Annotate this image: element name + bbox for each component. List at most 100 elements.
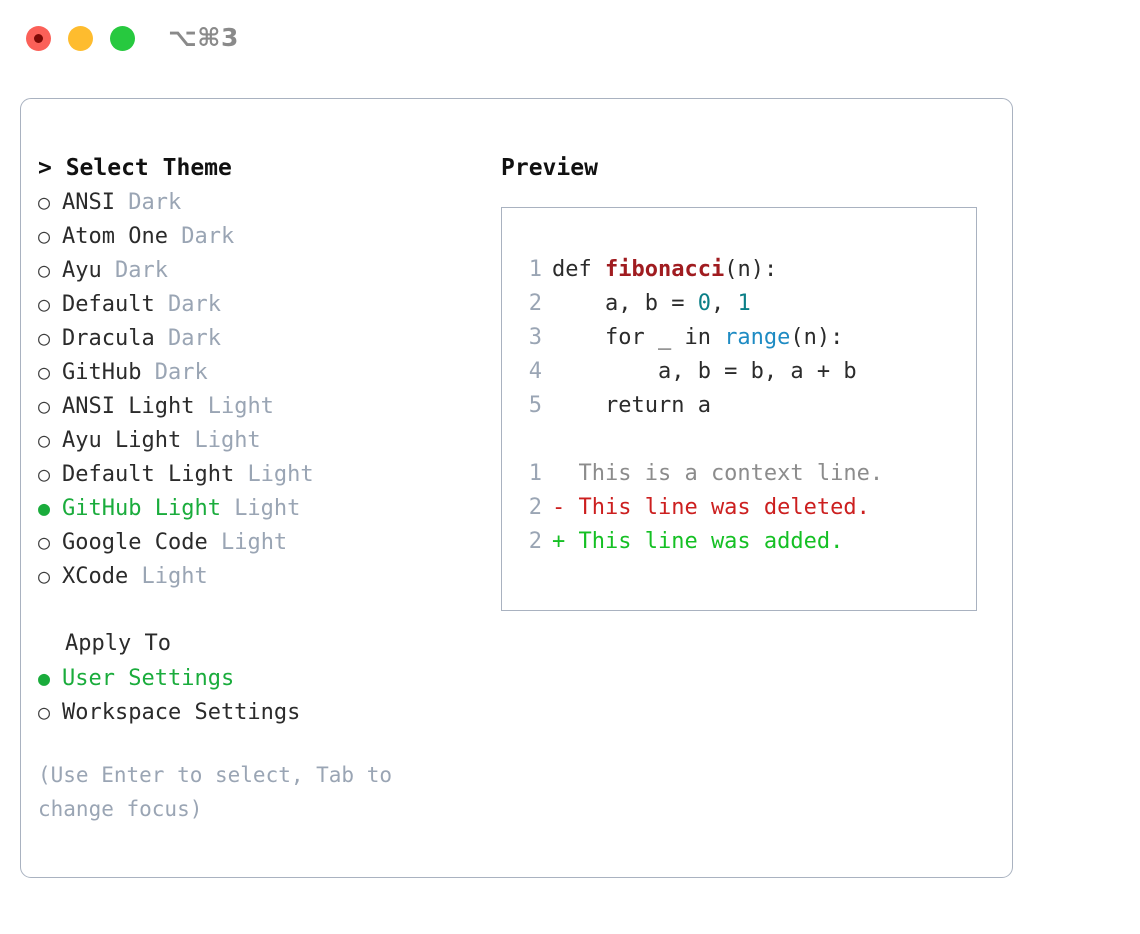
minimize-button[interactable]	[68, 26, 93, 51]
apply-to-item-workspace-settings[interactable]: ○Workspace Settings	[38, 695, 488, 729]
code-token-call: range	[724, 325, 791, 350]
radio-unselected-icon: ○	[38, 292, 51, 316]
theme-item-variant: Dark	[167, 326, 221, 351]
code-token-num: 0	[697, 291, 711, 316]
theme-item-variant: Light	[220, 530, 288, 555]
radio-unselected-icon: ○	[38, 530, 51, 554]
main-panel: > Select Theme ○ANSI Dark○Atom One Dark○…	[20, 98, 1013, 878]
theme-item-variant: Light	[194, 428, 261, 453]
theme-item-variant: Dark	[128, 190, 182, 215]
code-line: 2 a, b = 0, 1	[516, 287, 970, 321]
theme-item-google-code[interactable]: ○ Google Code Light	[38, 525, 488, 559]
theme-item-github[interactable]: ○ GitHub Dark	[38, 355, 488, 389]
theme-item-default[interactable]: ○ Default Dark	[38, 287, 488, 321]
radio-unselected-icon: ○	[38, 394, 51, 418]
radio-unselected-icon: ○	[38, 258, 51, 282]
theme-item-default-light[interactable]: ○ Default Light Light	[38, 457, 488, 491]
section-spacer	[38, 593, 488, 627]
line-number: 4	[528, 359, 542, 384]
code-token-plain: for _ in	[552, 325, 725, 350]
theme-item-variant: Dark	[154, 360, 208, 385]
radio-unselected-icon: ○	[38, 360, 51, 384]
radio-unselected-icon: ○	[38, 190, 51, 214]
theme-item-label: GitHub Light	[62, 496, 235, 521]
code-token-num: 1	[737, 291, 751, 316]
theme-item-ansi-light[interactable]: ○ ANSI Light Light	[38, 389, 488, 423]
line-number: 2	[528, 291, 542, 316]
code-line: 5 return a	[516, 389, 970, 423]
theme-item-label: ANSI	[62, 190, 129, 215]
diff-line-text: + This line was added.	[552, 529, 844, 554]
close-button[interactable]	[26, 26, 51, 51]
line-number: 5	[528, 393, 542, 418]
maximize-button[interactable]	[110, 26, 135, 51]
line-number: 1	[528, 257, 542, 282]
theme-item-label: GitHub	[62, 360, 155, 385]
line-number: 1	[528, 461, 542, 486]
code-token-plain: def	[552, 257, 605, 282]
theme-item-label: Google Code	[62, 530, 221, 555]
theme-item-label: Dracula	[62, 326, 168, 351]
theme-item-ayu[interactable]: ○ Ayu Dark	[38, 253, 488, 287]
radio-unselected-icon: ○	[38, 564, 51, 588]
theme-item-github-light[interactable]: ● GitHub Light Light	[38, 491, 488, 525]
diff-lines: 1 This is a context line.2- This line wa…	[516, 457, 970, 559]
theme-item-label: Default	[62, 292, 168, 317]
code-token-plain: a, b =	[552, 291, 698, 316]
theme-item-ayu-light[interactable]: ○ Ayu Light Light	[38, 423, 488, 457]
code-token-plain: return a	[552, 393, 711, 418]
diff-line-context: 1 This is a context line.	[516, 457, 970, 491]
theme-item-label: ANSI Light	[62, 394, 208, 419]
traffic-light-controls	[26, 26, 135, 51]
theme-item-label: Ayu	[62, 258, 115, 283]
code-line: 1 def fibonacci(n):	[516, 253, 970, 287]
theme-selector-column: > Select Theme ○ANSI Dark○Atom One Dark○…	[38, 151, 488, 826]
preview-header: Preview	[501, 155, 598, 181]
keyboard-hint-text: (Use Enter to select, Tab to change focu…	[38, 763, 405, 821]
diff-line-deleted: 2- This line was deleted.	[516, 491, 970, 525]
line-number: 2	[528, 495, 542, 520]
theme-item-label: Atom One	[62, 224, 182, 249]
radio-unselected-icon: ○	[38, 462, 51, 486]
radio-unselected-icon: ○	[38, 326, 51, 350]
line-number: 3	[528, 325, 542, 350]
theme-item-label: Default Light	[62, 462, 248, 487]
apply-to-list[interactable]: ● User Settings ○Workspace Settings	[38, 661, 488, 729]
apply-to-item-label: Workspace Settings	[62, 700, 301, 725]
apply-to-item-user-settings[interactable]: ● User Settings	[38, 661, 488, 695]
code-line: 3 for _ in range(n):	[516, 321, 970, 355]
diff-line-added: 2 + This line was added.	[516, 525, 970, 559]
theme-item-variant: Dark	[181, 224, 235, 249]
apply-to-item-label: User Settings	[62, 666, 235, 691]
theme-item-variant: Dark	[114, 258, 168, 283]
diff-line-text: This is a context line.	[552, 461, 884, 486]
theme-item-variant: Dark	[167, 292, 221, 317]
theme-item-atom-one[interactable]: ○Atom One Dark	[38, 219, 488, 253]
theme-item-variant: Light	[234, 496, 301, 521]
theme-item-variant: Light	[247, 462, 314, 487]
radio-selected-icon: ●	[38, 666, 51, 690]
code-line: 4 a, b = b, a + b	[516, 355, 970, 389]
code-blank-line	[516, 423, 970, 457]
theme-list[interactable]: ○ANSI Dark○Atom One Dark○Ayu Dark○Defaul…	[38, 185, 488, 593]
line-number: 2	[528, 529, 542, 554]
theme-item-xcode[interactable]: ○ XCode Light	[38, 559, 488, 593]
apply-to-header: Apply To	[65, 631, 171, 656]
code-token-fn: fibonacci	[604, 257, 725, 282]
theme-item-label: Ayu Light	[62, 428, 195, 453]
code-token-plain: (n):	[724, 257, 778, 282]
theme-item-variant: Light	[141, 564, 208, 589]
code-token-plain: (n):	[790, 325, 844, 350]
theme-item-variant: Light	[207, 394, 274, 419]
code-token-plain: a, b = b, a + b	[552, 359, 857, 384]
theme-item-dracula[interactable]: ○ Dracula Dark	[38, 321, 488, 355]
theme-item-label: XCode	[62, 564, 142, 589]
theme-item-ansi[interactable]: ○ ANSI Dark	[38, 185, 488, 219]
radio-unselected-icon: ○	[38, 428, 51, 452]
radio-selected-icon: ●	[38, 496, 51, 520]
